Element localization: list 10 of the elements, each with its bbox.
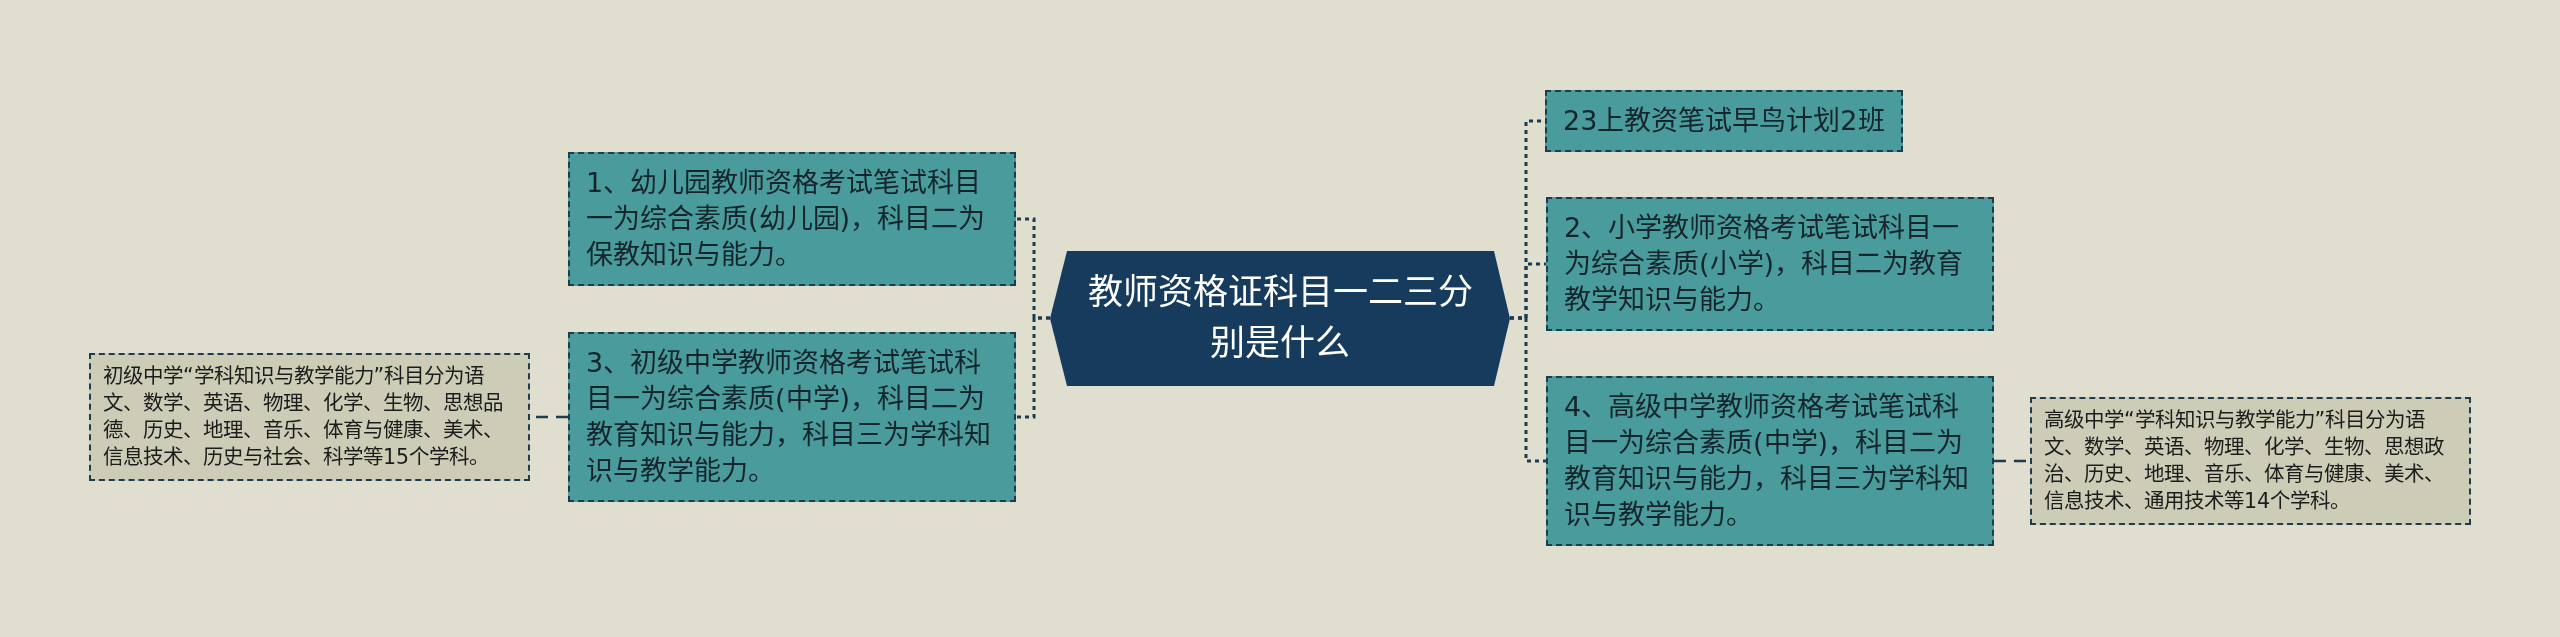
subtopic-box: 4、高级中学教师资格考试笔试科目一为综合素质(中学)，科目二为教育知识与能力，科目三为学科知识与教学能力。: [1546, 376, 1994, 546]
subtopic-box: 2、小学教师资格考试笔试科目一为综合素质(小学)，科目二为教育教学知识与能力。: [1546, 197, 1994, 331]
subtopic-box: 3、初级中学教师资格考试笔试科目一为综合素质(中学)，科目二为教育知识与能力，科目三为学科知识与教学能力。: [568, 332, 1016, 502]
connector-line: [1510, 316, 1546, 463]
note-box: 初级中学“学科知识与教学能力”科目分为语文、数学、英语、物理、化学、生物、思想品德、历史、地理、音乐、体育与健康、美术、信息技术、历史与社会、科学等15个学科。: [89, 353, 530, 481]
subtopic-box: 23上教资笔试早鸟计划2班: [1545, 90, 1903, 152]
subtopic-box: 1、幼儿园教师资格考试笔试科目一为综合素质(幼儿园)，科目二为保教知识与能力。: [568, 152, 1016, 286]
connector-line: [1016, 316, 1050, 419]
topic-hexagon: 教师资格证科目一二三分别是什么: [1050, 250, 1510, 386]
note-box: 高级中学“学科知识与教学能力”科目分为语文、数学、英语、物理、化学、生物、思想政治、历史、地理、音乐、体育与健康、美术、信息技术、通用技术等14个学科。: [2030, 397, 2471, 525]
